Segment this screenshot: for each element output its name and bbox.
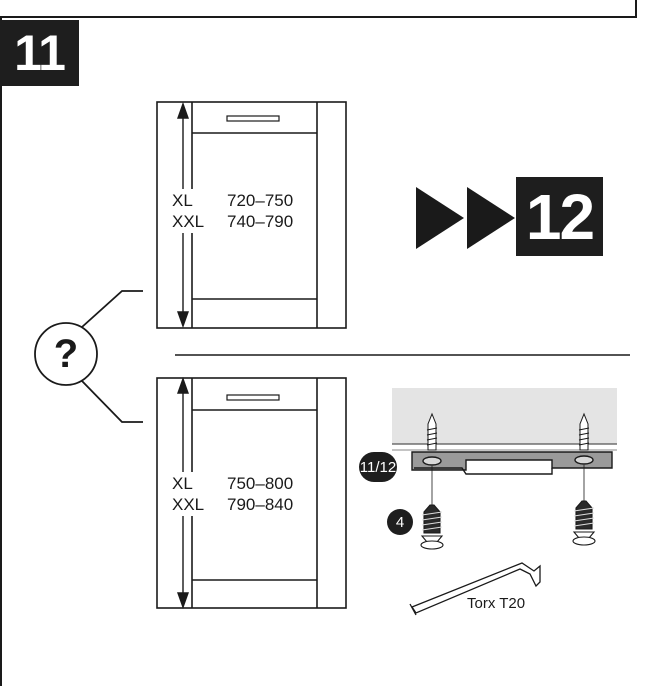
screw-loose-left — [420, 504, 444, 550]
next-step-arrows — [416, 187, 515, 249]
measurement-row: XL 750–800 — [172, 473, 293, 494]
range-value: 740–790 — [227, 212, 294, 231]
screw-installed-right — [578, 412, 590, 451]
callout-bracket-number: 11/12 — [359, 452, 397, 482]
bracket — [411, 451, 613, 475]
question-mark-icon: ? — [53, 331, 79, 376]
measurement-table-bottom: XL 750–800 XXL 790–840 — [169, 472, 297, 516]
torx-key — [409, 562, 541, 616]
cabinet-panel-top — [156, 101, 347, 329]
size-label: XL — [172, 474, 193, 493]
mounting-bracket-illustration — [392, 388, 617, 616]
size-label: XL — [172, 191, 193, 210]
range-value: 750–800 — [227, 474, 294, 493]
callout-screw-number: 4 — [387, 509, 413, 535]
measurement-row: XXL 790–840 — [172, 494, 293, 515]
range-value: 720–750 — [227, 191, 294, 210]
measurement-table-top: XL 720–750 XXL 740–790 — [169, 189, 297, 233]
step-number-badge: 11 — [0, 20, 79, 86]
next-step-badge[interactable]: 12 — [516, 177, 603, 256]
measurement-row: XL 720–750 — [172, 190, 293, 211]
tool-label: Torx T20 — [467, 595, 526, 612]
size-label: XXL — [172, 495, 205, 514]
screw-installed-left — [426, 412, 438, 451]
size-label: XXL — [172, 212, 205, 231]
screw-loose-right — [572, 500, 596, 546]
cabinet-panel-bottom — [156, 377, 347, 609]
measurement-row: XXL 740–790 — [172, 211, 293, 232]
range-value: 790–840 — [227, 495, 294, 514]
question-bubble — [34, 290, 143, 423]
